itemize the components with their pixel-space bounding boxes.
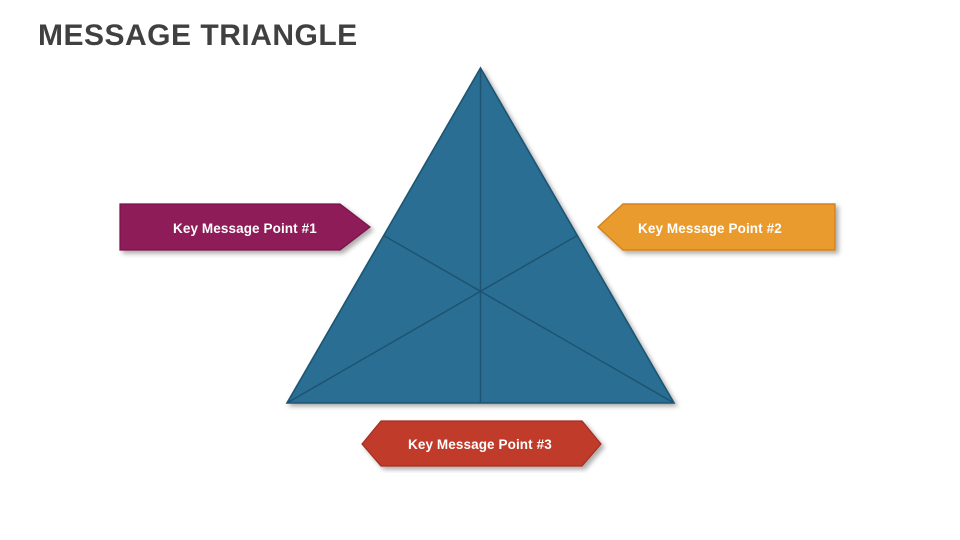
page-title: MESSAGE TRIANGLE [38, 19, 358, 52]
median-line-left-to-right-edge [286, 234, 578, 404]
median-line-right-to-left-edge [383, 234, 675, 404]
callout-3-label: Key Message Point #3 [408, 436, 552, 452]
callout-2-label: Key Message Point #2 [638, 220, 782, 236]
callout-key-message-point-3[interactable]: Key Message Point #3 [356, 415, 608, 473]
callout-1-shape [119, 203, 371, 251]
message-triangle-diagram[interactable] [270, 52, 690, 422]
callout-2-shape [596, 203, 836, 251]
callout-3-shape [361, 420, 602, 467]
callout-1-label: Key Message Point #1 [173, 220, 317, 236]
callout-key-message-point-1[interactable]: Key Message Point #1 [118, 197, 380, 259]
callout-key-message-point-2[interactable]: Key Message Point #2 [592, 197, 844, 259]
